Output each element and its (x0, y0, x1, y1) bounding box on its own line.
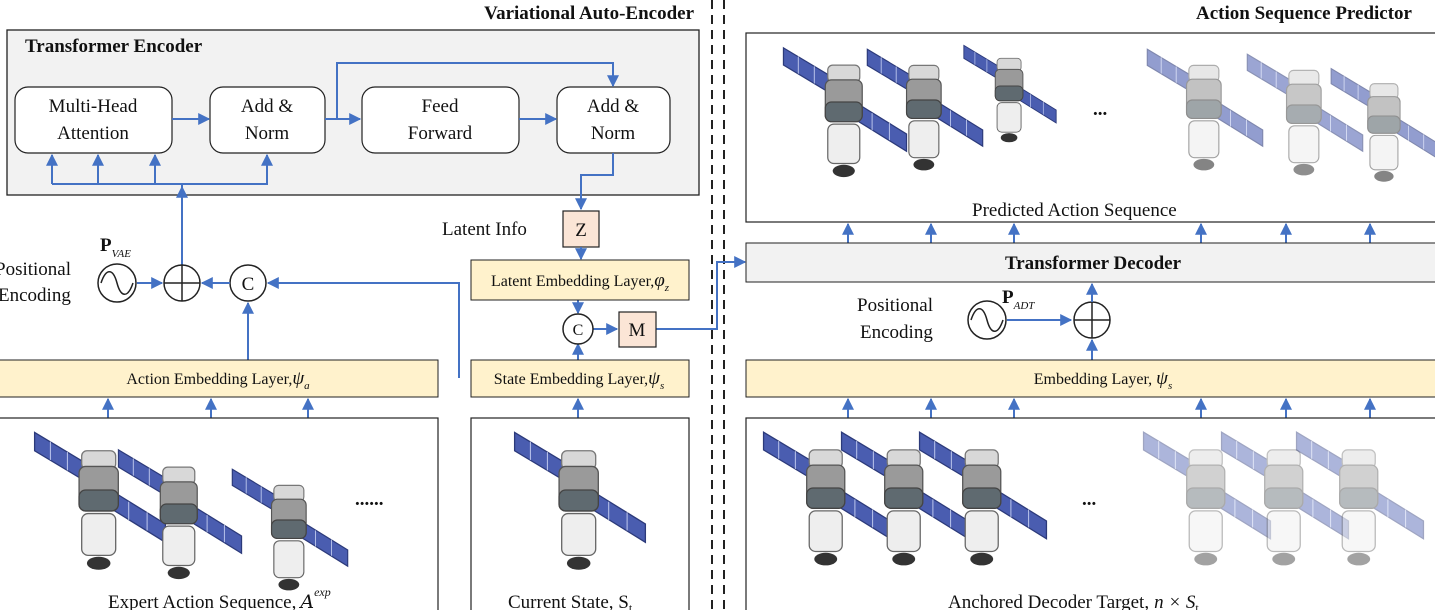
latent-embedding-layer: Latent Embedding Layer,φz (470, 259, 690, 301)
predicted-sequence-panel (745, 32, 1435, 223)
adt-posenc-label-2: Encoding (860, 322, 933, 343)
concat-node: C (229, 264, 267, 302)
addnorm1-label-2: Norm (245, 123, 290, 144)
svg-text:Embedding Layer,ψs: Embedding Layer,ψs (1034, 368, 1173, 392)
add-icon (1073, 301, 1111, 339)
concat-label-2: C (573, 322, 584, 339)
predicted-caption: Predicted Action Sequence (972, 200, 1177, 221)
input-arrows-vae (102, 397, 584, 418)
section-divider (711, 0, 725, 610)
expert-dots: ...... (355, 489, 384, 510)
z-label: Z (575, 220, 587, 241)
p-vae-label: PVAE (100, 235, 131, 260)
concat-label: C (242, 274, 255, 295)
ff-label-1: Feed (422, 96, 459, 117)
target-dots: ... (1082, 489, 1096, 510)
svg-text:Latent Embedding Layer,φz: Latent Embedding Layer,φz (491, 270, 670, 294)
sine-wave-icon (97, 263, 137, 303)
concat-node-2: C (562, 313, 594, 345)
target-caption: Anchored Decoder Target,n × St (948, 592, 1199, 610)
expert-sequence-panel (0, 417, 439, 610)
vae-section-title: Variational Auto-Encoder (484, 3, 694, 24)
addnorm1-label-1: Add & (241, 96, 293, 117)
addnorm2-label-1: Add & (587, 96, 639, 117)
current-state-caption: Current State, St (508, 592, 633, 610)
decoder-title: Transformer Decoder (1005, 253, 1182, 274)
add-norm-block-1: Add & Norm (209, 86, 326, 154)
adt-posenc-label-1: Positional (857, 295, 933, 316)
encoder-title: Transformer Encoder (25, 36, 203, 57)
latent-connectors (572, 153, 747, 360)
svg-text:State Embedding Layer,ψs: State Embedding Layer,ψs (494, 368, 665, 392)
feed-forward-block: Feed Forward (361, 86, 520, 154)
encoder-connectors (46, 62, 619, 266)
sine-wave-icon (967, 300, 1007, 340)
m-node: M (618, 311, 657, 348)
vae-posenc-label-1: Positional (0, 259, 71, 280)
transformer-decoder-box (745, 242, 1435, 283)
action-embedding-layer: Action Embedding Layer,ψa (0, 359, 439, 398)
vae-posenc-label-2: Encoding (0, 285, 71, 306)
input-arrows-adt (842, 397, 1376, 418)
ff-label-2: Forward (408, 123, 473, 144)
adt-embedding-layer: Embedding Layer,ψs (745, 359, 1435, 398)
svg-text:Action Embedding Layer,ψa: Action Embedding Layer,ψa (126, 368, 310, 392)
concat-connectors (200, 277, 460, 378)
mha-label-1: Multi-Head (49, 96, 138, 117)
z-node: Z (562, 210, 600, 248)
latent-info-label: Latent Info (442, 219, 527, 240)
m-label: M (629, 320, 646, 341)
mha-label-2: Attention (57, 123, 129, 144)
addnorm2-label-2: Norm (591, 123, 636, 144)
add-norm-block-2: Add & Norm (556, 86, 671, 154)
current-state-panel (470, 417, 690, 610)
p-adt-label: PADT (1002, 287, 1035, 312)
state-embedding-layer: State Embedding Layer,ψs (470, 359, 690, 398)
expert-caption: Expert Action Sequence,Aexp (108, 585, 331, 610)
mha-block: Multi-Head Attention (14, 86, 173, 154)
asp-section-title: Action Sequence Predictor (1196, 3, 1413, 24)
add-icon (163, 264, 201, 302)
decoder-output-arrows (842, 222, 1376, 243)
predicted-dots: ... (1093, 99, 1107, 120)
